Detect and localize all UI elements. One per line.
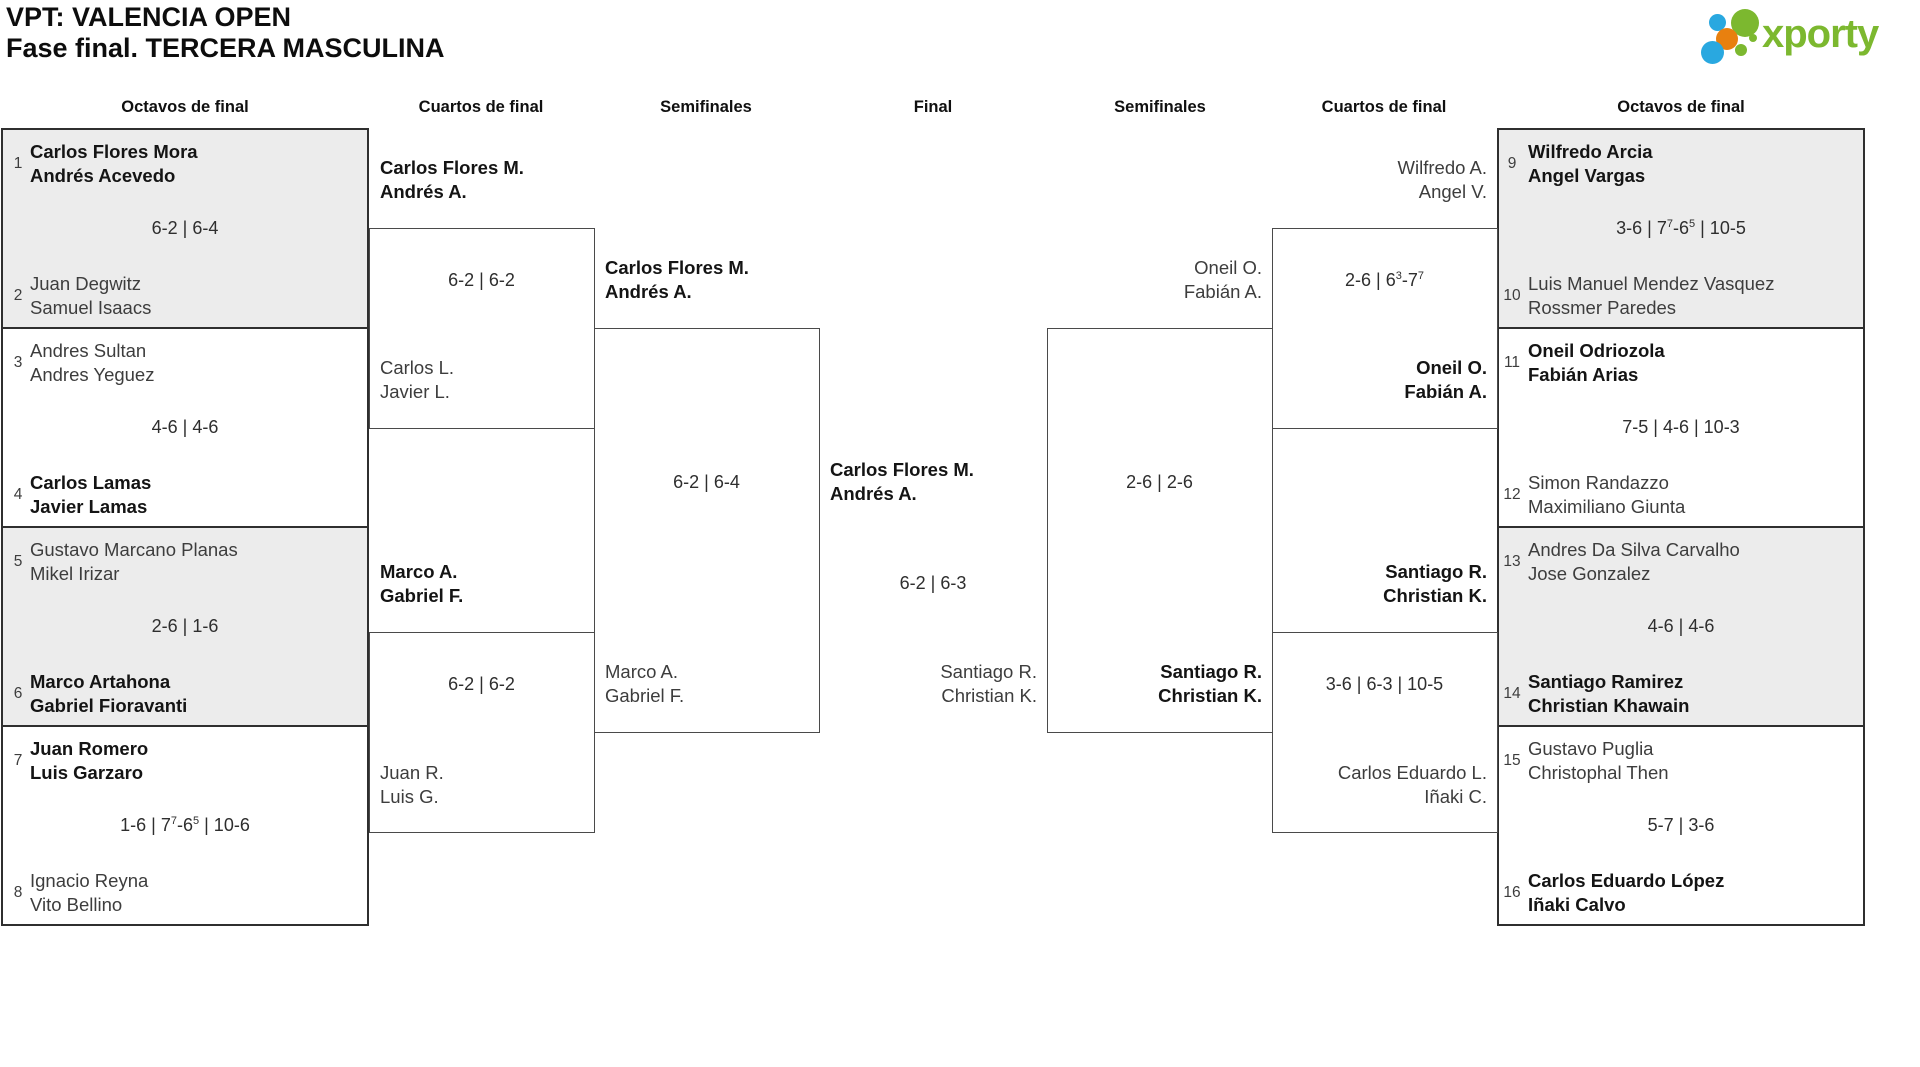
r16-right-box-4 (1497, 725, 1865, 926)
logo-dot-green-small-icon (1735, 44, 1747, 56)
score-r16-r3: 4-6 | 4-6 (1647, 616, 1715, 636)
round-header-cuartos-right: Cuartos de final (1321, 98, 1447, 116)
r16-left-box-4 (1, 725, 369, 926)
sf-left-winner: Carlos Flores M. Andrés A. (605, 257, 749, 302)
team-seed-3: Andres Sultan Andres Yeguez (30, 340, 155, 385)
qf-left-1-loser: Carlos L. Javier L. (380, 357, 455, 402)
score-final: 6-2 | 6-3 (899, 573, 967, 593)
r16-right-box-3 (1497, 526, 1865, 727)
score-qf-r2: 3-6 | 6-3 | 10-5 (1325, 674, 1444, 694)
logo-dot-blue-medium-icon (1701, 41, 1724, 64)
seed-13: 13 (1503, 553, 1521, 570)
seed-3: 3 (13, 354, 23, 371)
r16-right-box-1 (1497, 128, 1865, 329)
round-header-cuartos-left: Cuartos de final (418, 98, 544, 116)
final-champion: Carlos Flores M. Andrés A. (830, 459, 974, 504)
round-header-octavos-right: Octavos de final (1617, 98, 1745, 116)
team-seed-10: Luis Manuel Mendez Vasquez Rossmer Pared… (1528, 273, 1775, 318)
team-seed-13: Andres Da Silva Carvalho Jose Gonzalez (1528, 539, 1740, 584)
sf-right-loser: Oneil O. Fabián A. (1183, 257, 1262, 302)
team-seed-7: Juan Romero Luis Garzaro (30, 738, 149, 783)
seed-8: 8 (13, 884, 23, 901)
logo-wordmark: xporty (1762, 12, 1879, 56)
team-seed-16: Carlos Eduardo López Iñaki Calvo (1528, 870, 1725, 915)
page-title-line1: VPT: VALENCIA OPEN (6, 2, 292, 32)
r16-right-box-2 (1497, 327, 1865, 528)
sf-left-box (594, 328, 820, 733)
seed-11: 11 (1503, 354, 1521, 371)
seed-5: 5 (13, 553, 23, 570)
score-sf-r: 2-6 | 2-6 (1126, 472, 1193, 492)
score-r16-l3: 2-6 | 1-6 (151, 616, 219, 636)
team-seed-15: Gustavo Puglia Christophal Then (1528, 738, 1669, 783)
team-seed-9: Wilfredo Arcia Angel Vargas (1528, 141, 1653, 186)
seed-9: 9 (1507, 155, 1517, 172)
team-seed-14: Santiago Ramirez Christian Khawain (1528, 671, 1690, 716)
final-runner-up: Santiago R. Christian K. (940, 661, 1037, 706)
sf-left-loser: Marco A. Gabriel F. (605, 661, 685, 706)
logo-dot-blue-small-icon (1709, 14, 1726, 31)
qf-right-2-loser: Carlos Eduardo L. Iñaki C. (1337, 762, 1487, 807)
team-seed-12: Simon Randazzo Maximiliano Giunta (1528, 472, 1686, 517)
team-seed-1: Carlos Flores Mora Andrés Acevedo (30, 141, 198, 186)
qf-right-box-1 (1272, 228, 1498, 429)
qf-right-2-winner: Santiago R. Christian K. (1383, 561, 1487, 606)
score-r16-l1: 6-2 | 6-4 (151, 218, 219, 238)
qf-right-box-2 (1272, 632, 1498, 833)
xporty-logo[interactable]: xporty (1700, 8, 1915, 64)
seed-7: 7 (13, 752, 23, 769)
logo-dot-green-tiny-icon (1749, 34, 1757, 42)
team-seed-2: Juan Degwitz Samuel Isaacs (30, 273, 152, 318)
qf-left-2-loser: Juan R. Luis G. (380, 762, 444, 807)
round-header-octavos-left: Octavos de final (121, 98, 249, 116)
sf-right-winner: Santiago R. Christian K. (1158, 661, 1262, 706)
seed-2: 2 (13, 287, 23, 304)
qf-left-2-winner: Marco A. Gabriel F. (380, 561, 464, 606)
seed-16: 16 (1503, 884, 1521, 901)
score-r16-r1: 3-6 | 77-65 | 10-5 (1616, 218, 1746, 238)
r16-left-box-2 (1, 327, 369, 528)
round-header-semis-left: Semifinales (660, 98, 752, 116)
team-seed-8: Ignacio Reyna Vito Bellino (30, 870, 149, 915)
team-seed-11: Oneil Odriozola Fabián Arias (1528, 340, 1665, 385)
qf-right-1-loser: Wilfredo A. Angel V. (1397, 157, 1487, 202)
qf-left-1-winner: Carlos Flores M. Andrés A. (380, 157, 524, 202)
score-r16-l4: 1-6 | 77-65 | 10-6 (120, 815, 250, 835)
seed-14: 14 (1503, 685, 1521, 702)
page-title-line2: Fase final. TERCERA MASCULINA (6, 33, 445, 63)
score-sf-l: 6-2 | 6-4 (673, 472, 740, 492)
r16-left-box-3 (1, 526, 369, 727)
score-r16-r2: 7-5 | 4-6 | 10-3 (1622, 417, 1740, 437)
seed-1: 1 (13, 155, 23, 172)
score-qf-l2: 6-2 | 6-2 (448, 674, 515, 694)
score-qf-l1: 6-2 | 6-2 (448, 270, 515, 290)
seed-6: 6 (13, 685, 23, 702)
sf-right-box (1047, 328, 1273, 733)
score-r16-r4: 5-7 | 3-6 (1647, 815, 1715, 835)
seed-10: 10 (1503, 287, 1521, 304)
round-header-semis-right: Semifinales (1114, 98, 1206, 116)
score-r16-l2: 4-6 | 4-6 (151, 417, 219, 437)
team-seed-5: Gustavo Marcano Planas Mikel Irizar (30, 539, 238, 584)
seed-12: 12 (1503, 486, 1521, 503)
team-seed-6: Marco Artahona Gabriel Fioravanti (30, 671, 188, 716)
round-header-final: Final (913, 98, 953, 116)
score-qf-r1: 2-6 | 63-77 (1345, 270, 1424, 290)
seed-4: 4 (13, 486, 23, 503)
seed-15: 15 (1503, 752, 1521, 769)
qf-right-1-winner: Oneil O. Fabián A. (1404, 357, 1487, 402)
team-seed-4: Carlos Lamas Javier Lamas (30, 472, 152, 517)
